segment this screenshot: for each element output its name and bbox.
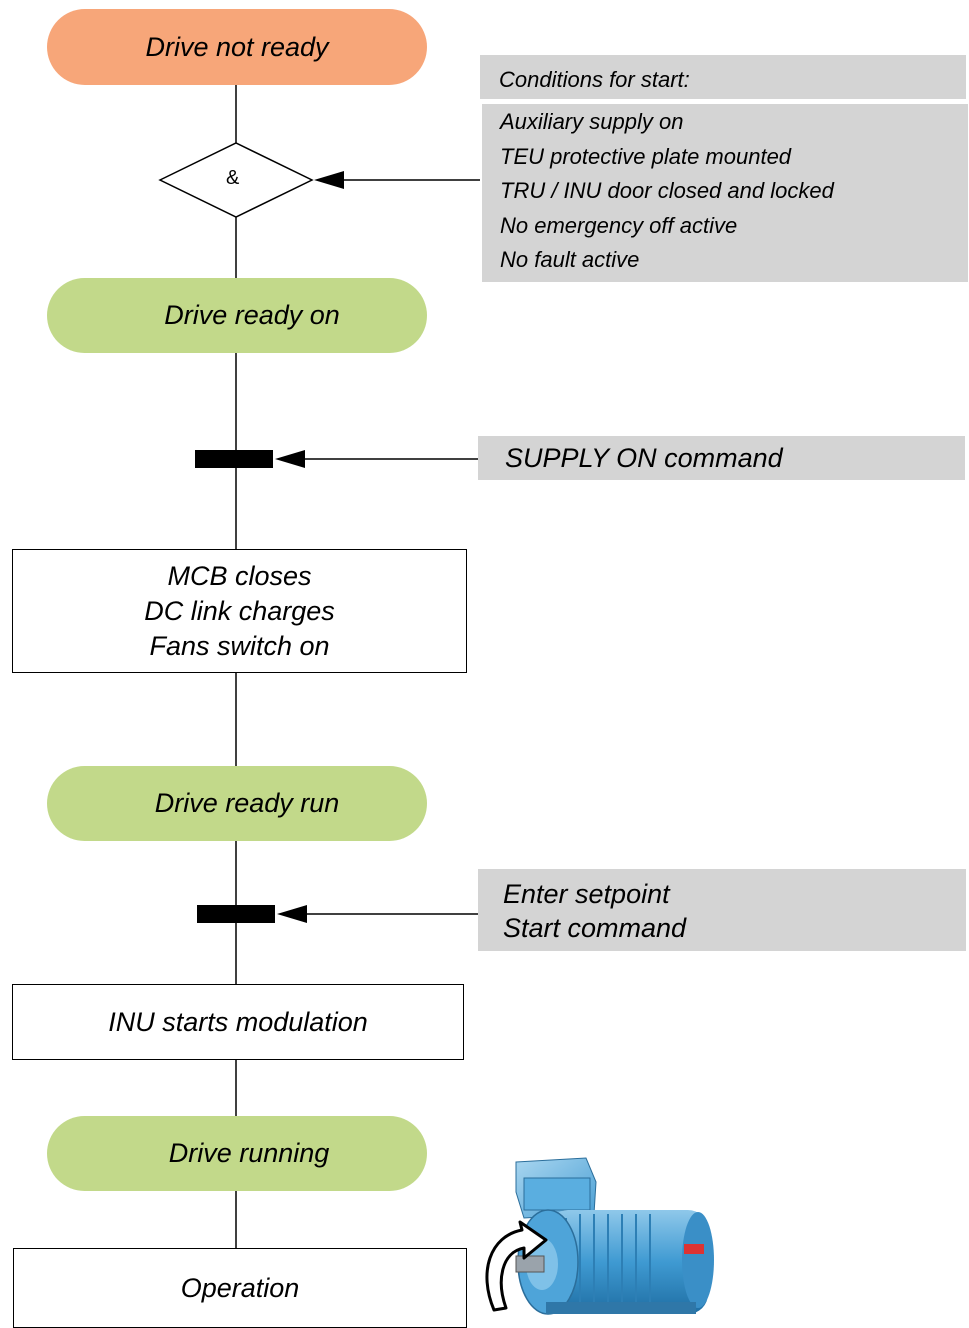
setpoint-command-line: Enter setpoint [503,879,670,909]
action-line: Operation [180,1272,300,1303]
operation-box: Operation [13,1248,467,1328]
condition-arrowhead [314,171,344,189]
setpoint-sync-bar [197,905,275,923]
condition-item: TRU / INU door closed and locked [500,178,834,203]
action-line: DC link charges [144,595,335,626]
action-line: MCB closes [167,560,312,591]
state-label: Drive ready on [164,300,340,330]
electric-motor-icon [485,1157,714,1315]
action-line: INU starts modulation [108,1006,368,1037]
condition-item: No fault active [500,247,640,272]
state-label: Drive ready run [154,788,340,818]
setpoint-arrowhead [277,905,307,923]
inu-modulation-box: INU starts modulation [12,984,464,1060]
conditions-header: Conditions for start: [499,67,690,92]
condition-item: Auxiliary supply on [500,109,684,134]
state-label: Drive not ready [145,31,329,62]
conditions-list-box: Auxiliary supply on TEU protective plate… [482,104,968,282]
setpoint-command-box: Enter setpoint Start command [478,869,966,951]
start-command-line: Start command [503,913,687,943]
and-gate-symbol: & [226,167,240,189]
state-label: Drive running [168,1138,330,1168]
state-drive-not-ready: Drive not ready [47,9,427,85]
supply-sync-bar [195,450,273,468]
supply-on-command-box: SUPPLY ON command [478,436,965,480]
mcb-actions-box: MCB closes DC link charges Fans switch o… [12,549,467,673]
state-drive-ready-on: Drive ready on [47,278,427,353]
state-drive-ready-run: Drive ready run [47,766,427,841]
state-drive-running: Drive running [47,1116,427,1191]
and-gate [158,142,314,218]
supply-arrowhead [275,450,305,468]
action-line: Fans switch on [149,630,330,661]
supply-on-command: SUPPLY ON command [505,443,783,473]
conditions-header-box: Conditions for start: [480,55,966,99]
condition-item: TEU protective plate mounted [500,143,792,169]
condition-item: No emergency off active [500,212,738,238]
